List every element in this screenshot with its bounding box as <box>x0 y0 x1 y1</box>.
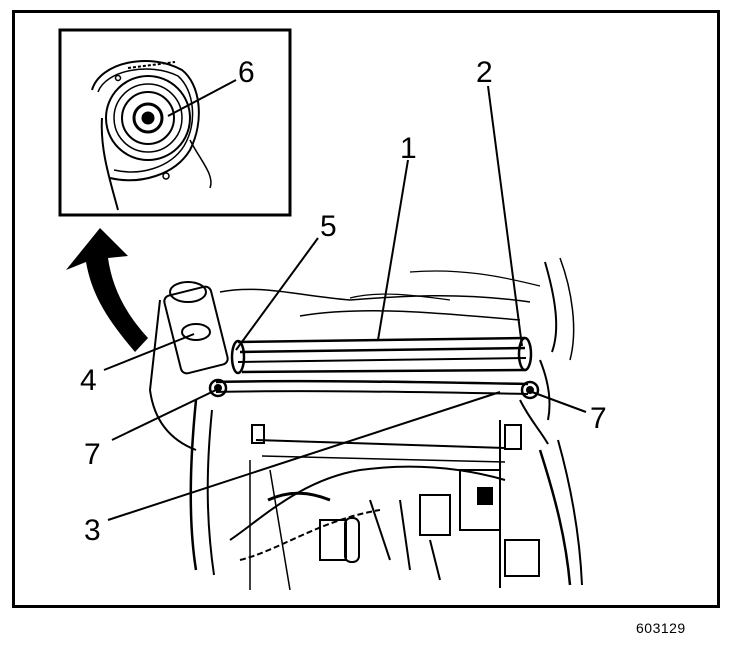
leader-lines <box>103 85 587 521</box>
callout-7-right: 7 <box>590 402 607 435</box>
callout-1: 1 <box>400 132 417 165</box>
callout-6: 6 <box>238 56 255 89</box>
leader-7-left <box>111 389 217 441</box>
leader-1 <box>377 159 409 341</box>
drive-tube <box>230 336 533 375</box>
main-assembly <box>148 257 583 591</box>
curved-arrow-icon <box>66 228 148 352</box>
callout-4: 4 <box>80 364 97 397</box>
inset-frame <box>58 28 292 217</box>
callout-5: 5 <box>320 210 337 243</box>
leader-5 <box>235 237 319 351</box>
figure-id: 603129 <box>636 620 686 636</box>
callout-3: 3 <box>84 514 101 547</box>
leader-2 <box>487 85 523 347</box>
leader-4 <box>103 333 195 371</box>
callout-labels: 1 2 3 4 5 6 7 7 <box>80 56 607 547</box>
callout-7-left: 7 <box>84 438 101 471</box>
inset-bolt-mount <box>91 59 212 211</box>
leader-6 <box>167 79 237 117</box>
leader-7-right <box>531 391 587 413</box>
callout-2: 2 <box>476 56 493 89</box>
inset-detail <box>58 28 292 217</box>
motor <box>148 281 229 451</box>
leader-3 <box>107 391 501 521</box>
